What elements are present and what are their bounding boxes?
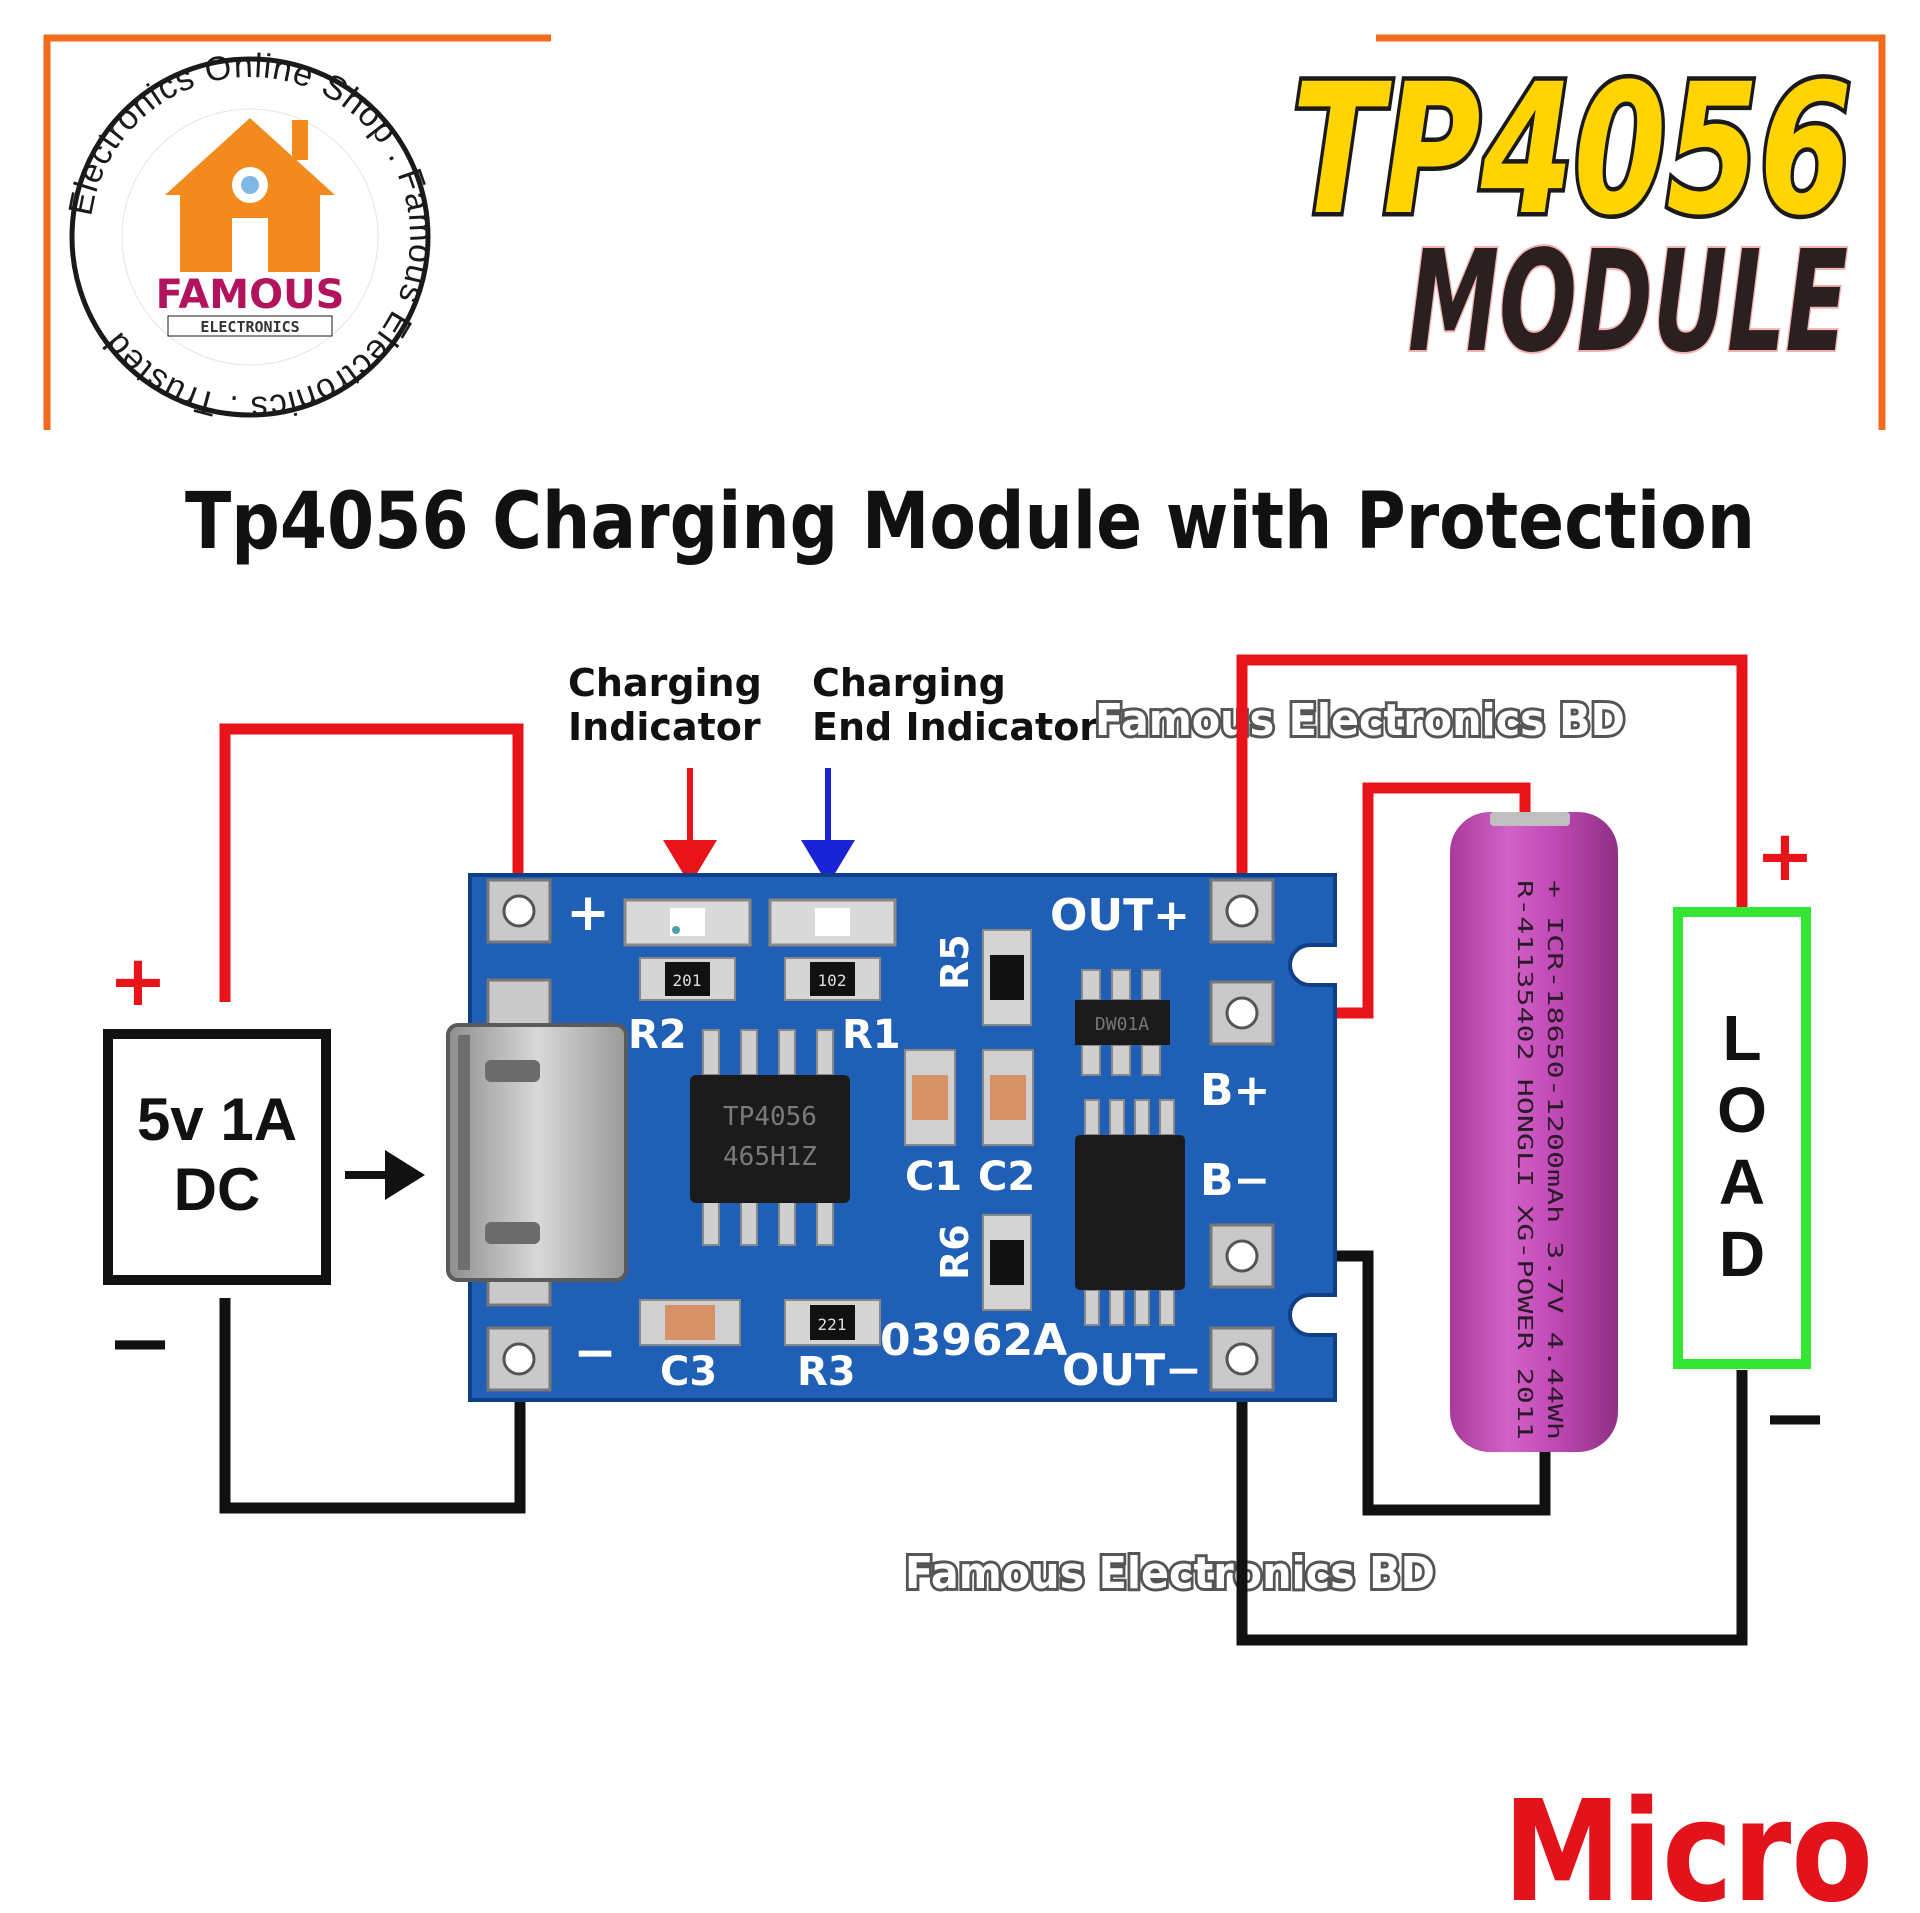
logo-brand-sub: ELECTRONICS [200,318,299,336]
pad-input-minus [486,1326,552,1392]
load-plus: + [1756,815,1815,897]
silk-r1: R1 [842,1012,901,1058]
pad-b-minus [1209,1223,1275,1289]
pad-b-plus [1209,980,1275,1046]
input-arrow-icon [345,1150,425,1200]
watermark-bottom: Famous Electronics BD [905,1548,1435,1599]
wire-input-negative [219,1298,526,1514]
wire-out-positive [1236,654,1748,912]
power-source: 5v 1A DC + − [103,940,331,1389]
svg-text:DW01A: DW01A [1095,1014,1149,1035]
micro-tag: Micro [1503,1771,1873,1913]
capacitor-c2 [982,1049,1034,1146]
silk-out-plus: OUT+ [1050,890,1190,941]
battery-18650: + ICR-18650-1200mAh 3.7V 4.44Wh R-411354… [1450,812,1618,1452]
svg-text:102: 102 [818,971,847,990]
house-icon [165,118,335,272]
title-line1: TP4056 [1292,46,1852,255]
load-minus: − [1761,1371,1828,1464]
end-arrow-icon [801,768,855,885]
led-charging [623,898,752,947]
label-end-indicator-1: Charging [812,661,1006,705]
label-charging-indicator-1: Charging [568,661,762,705]
load-letter-l: L [1722,1002,1761,1074]
power-source-line1: 5v 1A [137,1086,297,1153]
silk-plus: + [566,883,610,943]
silk-c2: C2 [978,1154,1035,1200]
logo-brand: FAMOUS [156,272,345,318]
pad-input-plus [486,878,552,944]
load-box: L O A D + − [1673,815,1829,1464]
silk-c1: C1 [905,1154,962,1200]
silk-r6: R6 [933,1224,977,1280]
resistor-r1: 102 [784,957,881,1001]
silk-r2: R2 [628,1012,687,1058]
led-charge-end [768,898,897,947]
resistor-r2: 201 [639,957,736,1001]
charging-arrow-icon [663,768,717,885]
power-source-plus: + [109,940,168,1022]
shop-logo: Electronics Online Shop . Famous Electro… [61,47,439,427]
pad-out-plus [1209,878,1275,944]
silk-r5: R5 [933,934,977,990]
pad-out-minus [1209,1326,1275,1392]
battery-label-2: R-41135402 HONGLI XG-POWER 2011 [1513,880,1537,1440]
tp4056-board: 201 102 + − R2 R1 C1 C2 C3 R3 OUT+ OUT− … [446,873,1337,1402]
svg-text:465H1Z: 465H1Z [723,1142,817,1172]
silk-minus: − [573,1323,617,1383]
protection-chip: DW01A [1075,969,1170,1076]
power-source-minus: − [106,1296,173,1389]
resistor-r5 [982,929,1032,1026]
silk-code: 03962A [880,1315,1067,1366]
svg-text:221: 221 [818,1315,847,1334]
svg-text:TP4056: TP4056 [723,1102,817,1132]
capacitor-c1 [904,1049,956,1146]
subtitle: Tp4056 Charging Module with Protection [185,477,1755,567]
load-letter-a: A [1719,1146,1765,1218]
resistor-r3: 221 [784,1299,881,1346]
frame-right [1376,34,1886,430]
tp4056-chip: TP4056 465H1Z [690,1029,850,1246]
svg-text:201: 201 [673,971,702,990]
capacitor-c3 [639,1299,741,1346]
silk-c3: C3 [660,1349,717,1395]
micro-usb-port [446,1023,628,1282]
label-charging-indicator-2: Indicator [568,705,761,749]
battery-label-1: + ICR-18650-1200mAh 3.7V 4.44Wh [1543,880,1567,1440]
label-end-indicator-2: End Indicator [812,705,1098,749]
silk-b-minus: B− [1200,1155,1270,1206]
silk-out-minus: OUT− [1062,1345,1202,1396]
wire-input-positive [219,723,524,1002]
wire-out-negative [1236,1360,1748,1646]
title-line2: MODULE [1408,221,1848,384]
load-letter-d: D [1719,1218,1765,1290]
load-letter-o: O [1717,1074,1767,1146]
mosfet-chip [1075,1099,1185,1326]
power-source-line2: DC [174,1156,261,1223]
resistor-r6 [982,1214,1032,1311]
silk-r3: R3 [797,1349,856,1395]
watermark-top: Famous Electronics BD [1095,695,1625,746]
silk-b-plus: B+ [1200,1065,1270,1116]
frame-left [43,34,551,430]
